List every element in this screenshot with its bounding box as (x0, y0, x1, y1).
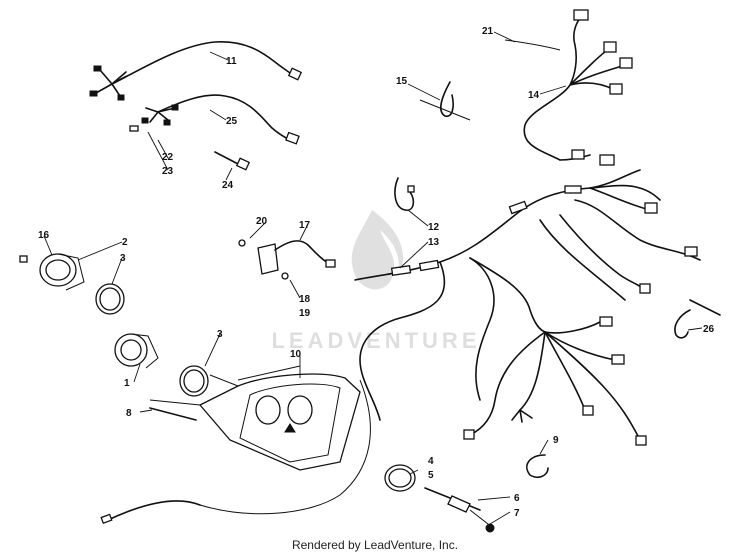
clip-part-26 (674, 309, 691, 339)
lower-wire (100, 500, 201, 525)
callout-1: 1 (124, 378, 130, 389)
callout-18: 18 (299, 294, 311, 305)
callout-26: 26 (703, 324, 715, 335)
callout-6: 6 (514, 493, 520, 504)
callout-21: 21 (482, 26, 494, 37)
socket-part-6 (424, 487, 495, 533)
gauge-part-1 (114, 333, 159, 369)
watermark-logo-icon (351, 210, 403, 290)
harness-part-25 (129, 94, 300, 145)
bezel-ring-part-3a (95, 283, 125, 315)
callout-13: 13 (428, 237, 440, 248)
main-harness-part-13 (354, 154, 721, 446)
callout-3b: 3 (217, 329, 223, 340)
callout-14: 14 (528, 90, 540, 101)
callout-19: 19 (299, 308, 311, 319)
callout-12: 12 (428, 222, 440, 233)
callout-11: 11 (226, 56, 237, 67)
watermark-text: LEADVENTURE (271, 328, 481, 353)
ring-part-4 (384, 464, 416, 492)
callout-4: 4 (428, 456, 434, 467)
gauge-part-2 (19, 253, 85, 291)
callout-2: 2 (122, 237, 128, 248)
callout-7: 7 (514, 508, 520, 519)
callout-22: 22 (162, 152, 174, 163)
callout-3a: 3 (120, 253, 126, 264)
callout-24: 24 (222, 180, 234, 191)
callout-5: 5 (428, 470, 434, 481)
callout-17: 17 (299, 220, 311, 231)
callout-15: 15 (396, 76, 408, 87)
callout-labels: 1 2 3 3 4 5 6 7 8 9 10 11 12 13 14 15 16… (38, 26, 715, 519)
callout-20: 20 (256, 216, 268, 227)
render-credit: Rendered by LeadVenture, Inc. (291, 538, 459, 552)
harness-part-14 (504, 9, 633, 161)
callout-25: 25 (226, 116, 238, 127)
dash-console-part-10 (149, 365, 371, 515)
clip-part-12 (394, 177, 415, 211)
callout-16: 16 (38, 230, 50, 241)
callout-9: 9 (553, 435, 559, 446)
clip-part-9 (526, 454, 549, 478)
rod-part-8 (149, 407, 197, 421)
plug-part-24 (214, 151, 251, 171)
harness-part-11 (89, 41, 303, 101)
callout-23: 23 (162, 166, 174, 177)
callout-8: 8 (126, 408, 132, 419)
callout-10: 10 (290, 349, 302, 360)
clip-part-15 (419, 81, 471, 121)
bezel-ring-part-3b (179, 365, 209, 397)
leader-lines (43, 31, 703, 525)
bracket-part-17 (238, 239, 336, 280)
